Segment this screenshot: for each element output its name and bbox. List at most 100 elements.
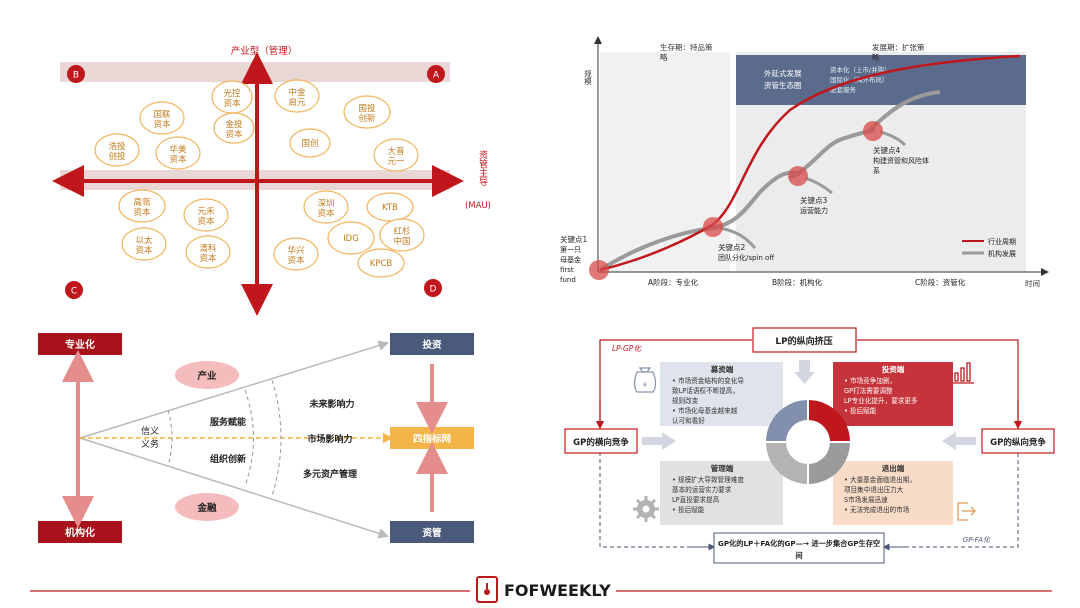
- q1lines-line-0: • 市场资金结构的变化导: [672, 376, 744, 385]
- ellipse-label-7: 国创: [301, 138, 318, 149]
- ellipse-label-12: KTB: [382, 203, 398, 213]
- eco-donut-q2: [808, 400, 850, 442]
- q4lines-line-1: 项目集中退出压力大: [844, 485, 904, 494]
- growth-key-point-3: [788, 166, 808, 186]
- eco-q4-title: 退出端: [882, 463, 905, 473]
- q4lines-line-3: • 无法完成退出的市场: [844, 505, 910, 514]
- evolution-future-label: 未来影响力: [308, 398, 354, 410]
- evolution-hub-box: [390, 427, 474, 449]
- evolution-arc-2: [244, 389, 254, 487]
- evolution-invest-label: 投资: [422, 339, 442, 351]
- svg-text:¥: ¥: [643, 381, 648, 389]
- evolution-market-label: 市场影响力: [307, 433, 352, 445]
- quadrant-ellipse-labels: 国联资本光控资本中金启元国投创新金投资本浩投创投华美资本国创大普元一高瓴资本元禾…: [108, 87, 411, 269]
- exit-icon: [957, 502, 976, 521]
- q3lines-line-1: 基本的运营实力要求: [672, 485, 732, 494]
- q4lines-line-2: S市场发展迅速: [844, 495, 888, 504]
- ellipse-label-9: 高瓴: [133, 197, 151, 208]
- growth-kp4-title: 关键点4: [873, 145, 900, 155]
- ellipse-label-0: 国联: [153, 110, 171, 120]
- ellipse-sublabel-1: 资本: [223, 98, 241, 109]
- corner-b-label: B: [73, 71, 79, 81]
- growth-legend-1: 行业周期: [988, 237, 1016, 246]
- ellipse-label-14: 清科: [199, 243, 217, 254]
- growth-key-point-2: [703, 217, 723, 237]
- evolution-zuzhi-label: 组织创新: [210, 453, 246, 465]
- q1lines-line-2: 规则改变: [672, 396, 699, 405]
- eco-donut-q3: [766, 442, 808, 484]
- ellipse-label-11: 深圳: [317, 198, 334, 209]
- eco-q1-title: 募资端: [710, 364, 734, 374]
- ellipse-label-1: 光控: [223, 88, 241, 99]
- money-bag-icon: ¥: [633, 367, 657, 393]
- eco-top-box-label: LP的纵向挤压: [775, 335, 832, 347]
- growth-kp3-title: 关键点3: [800, 195, 827, 205]
- growth-y-axis-label: 规模: [583, 69, 592, 87]
- q3lines-line-0: • 规模扩大导致管理难度: [672, 475, 744, 484]
- eco-q2-title: 投资端: [882, 364, 905, 374]
- growth-stage-top-right-2: 略: [872, 52, 880, 62]
- eco-right-box: [981, 428, 1055, 454]
- eco-right-box-label: GP的纵向竞争: [990, 437, 1046, 448]
- evolution-invest-box: [390, 333, 474, 355]
- q2lines-line-3: • 投后赋能: [844, 406, 877, 415]
- q4lines-line-0: • 大量基金面临退出期，: [844, 475, 916, 484]
- q1lines-line-3: • 市场化母基金越来越: [672, 406, 738, 415]
- ellipse-sublabel-3: 创新: [358, 113, 376, 124]
- ellipse-sublabel-5: 创投: [108, 151, 126, 162]
- eco-q3-box: [660, 461, 783, 525]
- evolution-specialized-box: [38, 333, 122, 355]
- footer-brand: FOFWEEKLY: [504, 581, 611, 600]
- growth-box-title-2: 资管生态圈: [764, 80, 802, 90]
- growth-stage-top-left-2: 略: [660, 52, 668, 62]
- growth-kp2-desc: 团队分化/spin off: [718, 253, 774, 262]
- evolution-asset-box: [390, 521, 474, 543]
- eco-arrow-from-top: [794, 360, 815, 384]
- eco-q3-lines: • 规模扩大导致管理难度 基本的运营实力要求 LP直投要求提高• 投后赋能: [672, 475, 744, 514]
- eco-lp-gp-label: LP-GP化: [612, 344, 642, 353]
- eco-arrow-from-right: [942, 432, 976, 450]
- corner-b-badge: [67, 65, 85, 83]
- growth-ext-box: [736, 55, 1026, 105]
- evolution-arc-3: [271, 379, 282, 497]
- eco-q2-lines: • 市场竞争加剧， GP打法需要调整 LP专业化提升，要求更多• 投后赋能: [844, 376, 918, 415]
- growth-stage-top-left: 生存期：特品策: [660, 42, 713, 52]
- growth-box-item-3: 配套服务: [830, 85, 857, 94]
- growth-grey-curve: [598, 170, 801, 272]
- growth-kp4-desc-1: 构建资管和风险体: [873, 156, 929, 165]
- bar-chart-icon: [953, 362, 974, 384]
- corner-c-label: C: [71, 287, 77, 297]
- eco-gp-fa-label: GP-FA化: [963, 536, 991, 544]
- growth-stage-c: C阶段：资管化: [915, 277, 966, 287]
- eco-left-box-label: GP的横向竞争: [573, 437, 629, 448]
- evolution-xin-2: 义务: [141, 438, 159, 450]
- ellipse-label-10: 元禾: [197, 207, 215, 217]
- ellipse-sublabel-2: 启元: [288, 97, 306, 108]
- q3lines-line-2: LP直投要求提高: [672, 495, 720, 504]
- growth-grey-tail-1: [719, 226, 757, 249]
- eco-arrow-from-left: [642, 432, 676, 450]
- ellipse-label-5: 浩投: [108, 141, 126, 152]
- q2lines-line-0: • 市场竞争加剧，: [844, 376, 896, 385]
- growth-kp3-desc: 运营能力: [800, 206, 828, 215]
- ellipse-label-8: 大普: [387, 146, 405, 157]
- evolution-institutional-label: 机构化: [65, 526, 95, 539]
- corner-c-badge: [65, 281, 83, 299]
- eco-frame-bottom: [599, 452, 1019, 548]
- ellipse-sublabel-13: 资本: [135, 245, 153, 256]
- corner-d-badge: [424, 279, 442, 297]
- ellipse-sublabel-4: 资本: [225, 129, 243, 140]
- q3lines-line-3: • 投后赋能: [672, 505, 705, 514]
- brand-logo-icon: [476, 576, 498, 603]
- q1lines-line-1: 致LP话语权不断提高，: [672, 386, 739, 395]
- ellipse-label-4: 金投: [225, 119, 243, 130]
- eco-q2-box: [833, 362, 953, 426]
- eco-q4-box: [833, 461, 953, 525]
- q2lines-line-2: LP专业化提升，要求更多: [844, 396, 918, 405]
- eco-q3-title: 管理端: [711, 463, 734, 473]
- gear-icon: [633, 496, 659, 522]
- eco-q4-lines: • 大量基金面临退出期， 项目集中退出压力大 S市场发展迅速• 无法完成退出的市…: [844, 475, 916, 514]
- quadrant-axis-right-label-1: 资管主导: [477, 150, 488, 186]
